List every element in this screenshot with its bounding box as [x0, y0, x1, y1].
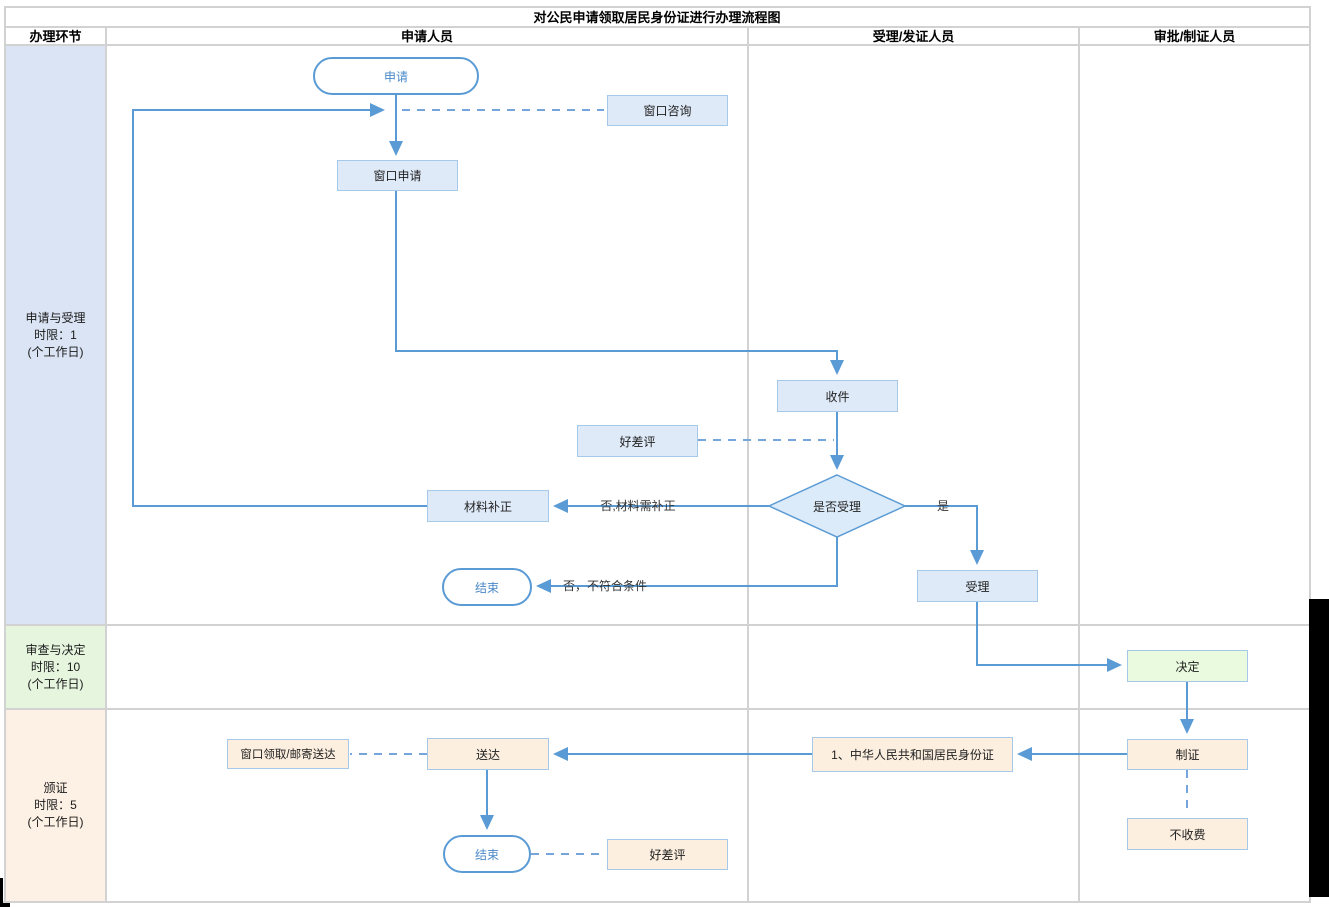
grid-line [4, 44, 1311, 46]
grid-line [0, 901, 1311, 903]
node-accept: 受理 [917, 570, 1038, 602]
column-header-acceptor: 受理/发证人员 [872, 29, 955, 44]
column-header-stage: 办理环节 [29, 29, 82, 44]
node-no-fee: 不收费 [1127, 818, 1248, 850]
lane2-background [6, 626, 105, 708]
grid-line [1078, 26, 1080, 903]
node-accept-decision: 是否受理 [812, 499, 861, 514]
edge-label-yes: 是 [936, 499, 949, 513]
grid-line [1309, 6, 1311, 903]
node-window-apply: 窗口申请 [337, 160, 458, 191]
lane1-background [6, 46, 105, 624]
lane3-background [6, 710, 105, 901]
grid-line [4, 6, 1311, 8]
node-start: 申请 [313, 57, 479, 95]
grid-line [4, 708, 1311, 710]
node-material-fix: 材料补正 [427, 490, 549, 522]
screen-artifact-bottom-left [0, 903, 10, 907]
grid-line [4, 26, 1311, 28]
lane-label-issue: 颁证 时限：5 (个工作日) [27, 781, 84, 829]
node-receive: 收件 [777, 380, 898, 412]
node-id-card: 1、中华人民共和国居民身份证 [812, 737, 1013, 772]
lane-label-apply-accept: 申请与受理 时限：1 (个工作日) [25, 310, 86, 359]
node-pickup: 窗口领取/邮寄送达 [227, 739, 349, 769]
column-header-applicant: 申请人员 [400, 29, 453, 44]
node-end-top: 结束 [442, 568, 532, 606]
node-rating-top: 好差评 [577, 425, 698, 457]
node-deliver: 送达 [427, 738, 549, 770]
chart-title: 对公民申请领取居民身份证进行办理流程图 [533, 10, 781, 25]
node-decide: 决定 [1127, 650, 1248, 682]
edge-label-no-reject: 否，不符合条件 [562, 579, 647, 593]
screen-artifact-left [0, 878, 3, 903]
column-header-approver: 审批/制证人员 [1153, 29, 1236, 44]
edge-label-no-fix: 否,材料需补正 [600, 499, 676, 513]
grid-line [4, 6, 6, 903]
grid-line [4, 624, 1311, 626]
lane-label-review-decide: 审查与决定 时限：10 (个工作日) [25, 642, 86, 691]
node-window-consult: 窗口咨询 [607, 95, 728, 126]
node-make-card: 制证 [1127, 739, 1248, 770]
grid-line [747, 26, 749, 903]
node-end-bottom: 结束 [443, 835, 531, 873]
node-rating-bottom: 好差评 [607, 839, 728, 870]
screen-artifact-right [1309, 599, 1329, 897]
grid-line [105, 26, 107, 903]
